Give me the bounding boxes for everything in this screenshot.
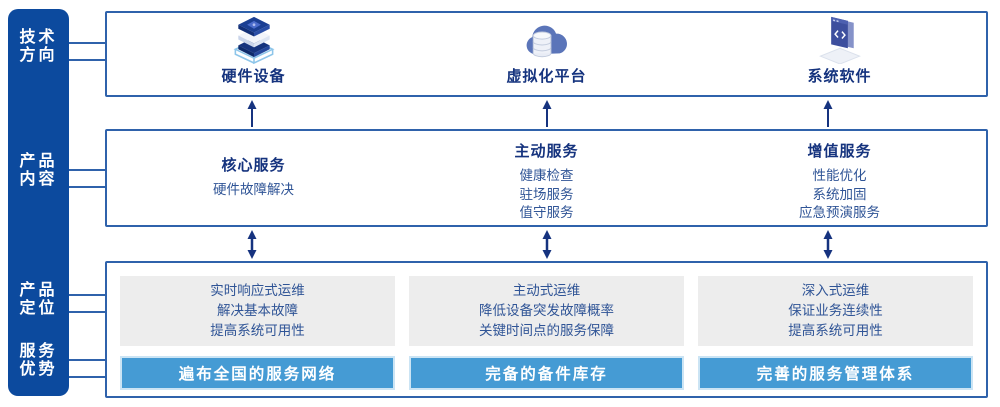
bottom-col-realtime: 实时响应式运维 解决基本故障 提高系统可用性 遍布全国的服务网络 [120,276,395,396]
tech-label-hardware: 硬件设备 [221,68,286,85]
connector-line [69,59,106,61]
tech-col-virtualization: 虚拟化平台 [400,13,693,95]
double-arrow [823,230,833,259]
server-stack-icon [233,16,274,64]
positioning-panel: 主动式运维 降低设备突发故障概率 关键时间点的服务保障 [409,276,684,346]
advantage-banner: 遍布全国的服务网络 [120,356,395,390]
double-arrow [247,230,257,259]
connector-line [69,311,106,313]
connector-line [69,42,106,44]
up-arrow [247,100,257,127]
cloud-database-icon [526,25,567,58]
connector-line [69,294,106,296]
sidebar-item-service-advantage: 服务 优势 [19,343,58,378]
bottom-col-proactive: 主动式运维 降低设备突发故障概率 关键时间点的服务保障 完备的备件库存 [409,276,684,396]
service-title: 增值服务 [807,143,872,160]
tech-col-software: 系统软件 [693,13,986,95]
tech-label-software: 系统软件 [807,68,872,85]
connector-line [69,359,106,361]
service-items: 性能优化 系统加固 应急预演服务 [799,168,880,220]
connector-line [69,186,106,188]
advantage-banner: 完备的备件库存 [409,356,684,390]
service-title: 主动服务 [514,143,579,160]
connector-line [69,169,106,171]
bottom-col-deep: 深入式运维 保证业务连续性 提高系统可用性 完善的服务管理体系 [698,276,973,396]
positioning-advantage-box: 实时响应式运维 解决基本故障 提高系统可用性 遍布全国的服务网络 主动式运维 降… [105,261,988,398]
tech-direction-box: 硬件设备 虚拟化平台 [105,11,988,97]
sidebar-item-tech-direction: 技术 方向 [19,29,58,64]
service-col-core: 核心服务 硬件故障解决 [107,131,400,225]
positioning-panel: 深入式运维 保证业务连续性 提高系统可用性 [698,276,973,346]
service-col-proactive: 主动服务 健康检查 驻场服务 值守服务 [400,131,693,225]
sidebar-item-product-content: 产品 内容 [19,153,58,188]
service-title: 核心服务 [221,157,286,174]
up-arrow [542,100,552,127]
sidebar-item-product-positioning: 产品 定位 [19,282,58,317]
service-items: 健康检查 驻场服务 值守服务 [519,168,574,220]
service-col-value-added: 增值服务 性能优化 系统加固 应急预演服务 [693,131,986,225]
tech-col-hardware: 硬件设备 [107,13,400,95]
sidebar: 技术 方向 产品 内容 产品 定位 服务 优势 [8,9,69,396]
tech-label-virtualization: 虚拟化平台 [506,68,587,85]
up-arrow [823,100,833,127]
positioning-panel: 实时响应式运维 解决基本故障 提高系统可用性 [120,276,395,346]
advantage-banner: 完善的服务管理体系 [698,356,973,390]
product-content-box: 核心服务 硬件故障解决 主动服务 健康检查 驻场服务 值守服务 增值服务 性能优… [105,129,988,227]
connector-line [69,376,106,378]
software-window-icon [818,16,861,64]
service-items: 硬件故障解决 [213,182,294,197]
double-arrow [542,230,552,259]
